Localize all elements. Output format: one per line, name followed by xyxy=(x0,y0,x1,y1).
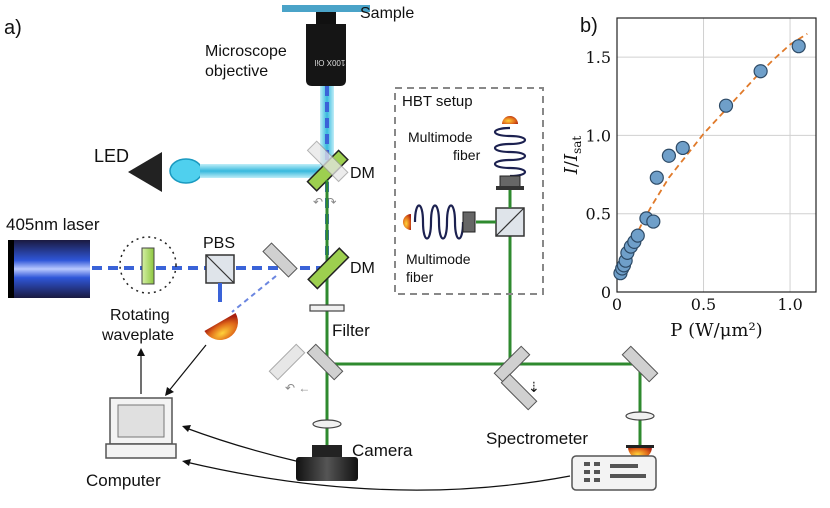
waveplate-label-2: waveplate xyxy=(101,327,174,344)
led-body xyxy=(128,152,162,192)
data-point xyxy=(753,64,768,79)
waveplate xyxy=(141,247,155,285)
fit-curve xyxy=(619,32,808,277)
x-tick-label: 1.0 xyxy=(777,295,802,314)
pbs-label: PBS xyxy=(203,235,235,252)
arrowhead-spectrometer xyxy=(182,459,191,466)
data-point xyxy=(649,170,664,185)
spectrometer-detector-bar xyxy=(626,445,654,448)
objective-label-2: objective xyxy=(205,63,268,80)
arrowhead-detector xyxy=(165,387,174,396)
y-tick-label: 1.0 xyxy=(586,126,611,145)
spectrometer-mirror xyxy=(621,345,659,383)
fiber-bottom-label-2: fiber xyxy=(406,269,434,285)
x-axis-label: P (W/μm²) xyxy=(670,320,762,341)
waveplate-label-1: Rotating xyxy=(110,307,170,324)
filter-label: Filter xyxy=(332,321,370,340)
spectrometer-box xyxy=(571,455,657,491)
fiber-top-label-1: Multimode xyxy=(408,129,473,145)
laser-label: 405nm laser xyxy=(6,215,100,234)
dm-top-label: DM xyxy=(350,165,375,182)
fiber-coil-top xyxy=(493,126,527,178)
objective-label-1: Microscope xyxy=(205,43,287,60)
hbt-flip-mirror-1 xyxy=(493,345,531,383)
flip-mirror-active xyxy=(306,343,344,381)
x-tick-label: 0 xyxy=(612,295,622,314)
sample-slide xyxy=(282,5,370,12)
y-tick-label: 1.5 xyxy=(586,48,611,67)
dm-bottom-label: DM xyxy=(350,260,375,277)
hbt-box xyxy=(394,87,544,295)
dm-bottom xyxy=(307,247,350,290)
spectrometer-lens xyxy=(625,411,655,421)
fiber-bottom-label-1: Multimode xyxy=(406,251,471,267)
arrowhead-camera xyxy=(182,425,191,432)
spectrometer-label: Spectrometer xyxy=(486,429,588,448)
data-point xyxy=(630,228,645,243)
laser-body xyxy=(10,240,90,298)
waveplate-rotation-circle xyxy=(119,236,177,294)
panel-a: a) Sample 100X Oil Microscope objective … xyxy=(4,5,659,491)
detector-bottom xyxy=(403,214,411,230)
camera-top xyxy=(312,445,342,457)
camera-body xyxy=(296,457,358,481)
fiber-top-label-2: fiber xyxy=(453,147,481,163)
arrow-camera-to-computer xyxy=(185,427,301,463)
arrow-spectrometer-to-computer xyxy=(185,461,571,491)
computer-label: Computer xyxy=(86,471,161,490)
sample-label: Sample xyxy=(360,5,414,22)
hbt-title: HBT setup xyxy=(402,93,473,110)
computer-icon xyxy=(105,397,177,459)
data-point xyxy=(718,98,734,113)
panel-b-label: b) xyxy=(580,15,598,37)
objective-marking: 100X Oil xyxy=(314,58,345,67)
dm-top-rotate-arrows: ↶ ↷ xyxy=(313,195,336,209)
camera-lens xyxy=(312,419,342,429)
y-tick-label: 0 xyxy=(601,283,611,302)
camera-label: Camera xyxy=(352,441,413,460)
plot-frame xyxy=(616,17,817,293)
data-points xyxy=(613,39,806,281)
fiber-connector-top-base xyxy=(496,186,524,190)
fiber-coil-bottom xyxy=(413,204,465,240)
objective-body xyxy=(306,24,346,86)
objective-tip xyxy=(316,12,336,24)
hbt-flip-arrows: ⇣ xyxy=(528,379,540,395)
flip-mirror-arrows: ↶ ← xyxy=(285,381,310,395)
chart-ticks: 0 0.5 1.0 0 0.5 1.0 1.5 xyxy=(586,48,803,314)
arrow-detector-to-computer xyxy=(167,344,207,393)
arrowhead-waveplate xyxy=(137,348,145,356)
laser-mirror xyxy=(262,242,298,278)
data-point xyxy=(791,39,806,54)
data-point xyxy=(646,214,661,229)
panel-a-label: a) xyxy=(4,17,22,39)
hbt-flip-mirror-2 xyxy=(500,373,538,411)
data-point xyxy=(661,148,677,163)
pbs-diagonal xyxy=(205,254,235,284)
laser-endcap xyxy=(8,240,14,298)
hbt-beamsplitter-diagonal xyxy=(495,207,525,237)
y-axis-label: I/Isat xyxy=(561,136,584,176)
filter xyxy=(309,304,345,312)
pbs-detector xyxy=(204,313,238,340)
chart-grid xyxy=(616,18,816,293)
y-tick-label: 0.5 xyxy=(586,205,611,224)
panel-b-chart: b) 0 0.5 1.0 0 0.5 1.0 1.5 P (W/μm²) I/Isat xyxy=(561,15,817,341)
flip-mirror-ghost xyxy=(268,343,306,381)
dm-top xyxy=(306,140,349,192)
data-point xyxy=(675,140,690,156)
laser-pickoff-beam xyxy=(231,275,277,313)
led-beam-horizontal xyxy=(200,164,320,178)
fiber-connector-bottom xyxy=(462,211,476,233)
led-lens xyxy=(169,158,203,184)
led-label: LED xyxy=(94,146,129,166)
x-tick-label: 0.5 xyxy=(691,295,716,314)
detector-top xyxy=(502,116,518,124)
